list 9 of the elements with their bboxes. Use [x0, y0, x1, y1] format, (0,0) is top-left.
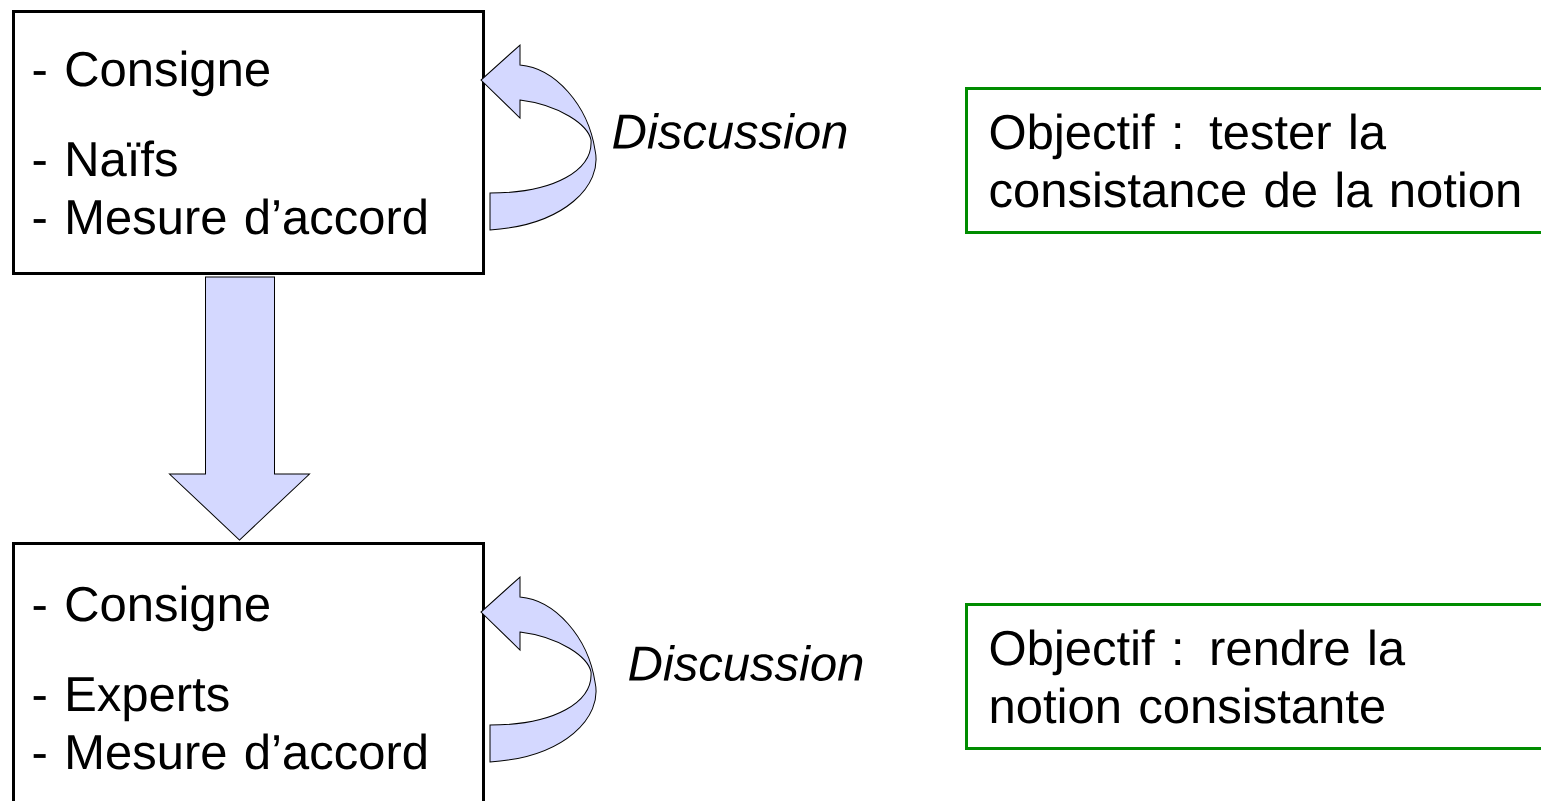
objective-box: Objectif : rendre la notion consistante: [965, 603, 1541, 750]
edge-label: Discussion: [629, 645, 863, 681]
objective-box: Objectif : tester la consistance de la notion: [965, 87, 1541, 234]
block-arrow: [169, 276, 310, 541]
list-box: - Consigne - Experts - Mesure d’accord: [12, 542, 485, 801]
curved-arrow: [480, 44, 597, 231]
curved-arrow: [480, 576, 597, 763]
list-box: - Consigne - Naïfs - Mesure d’accord: [12, 10, 485, 275]
edge-label: Discussion: [613, 113, 847, 149]
